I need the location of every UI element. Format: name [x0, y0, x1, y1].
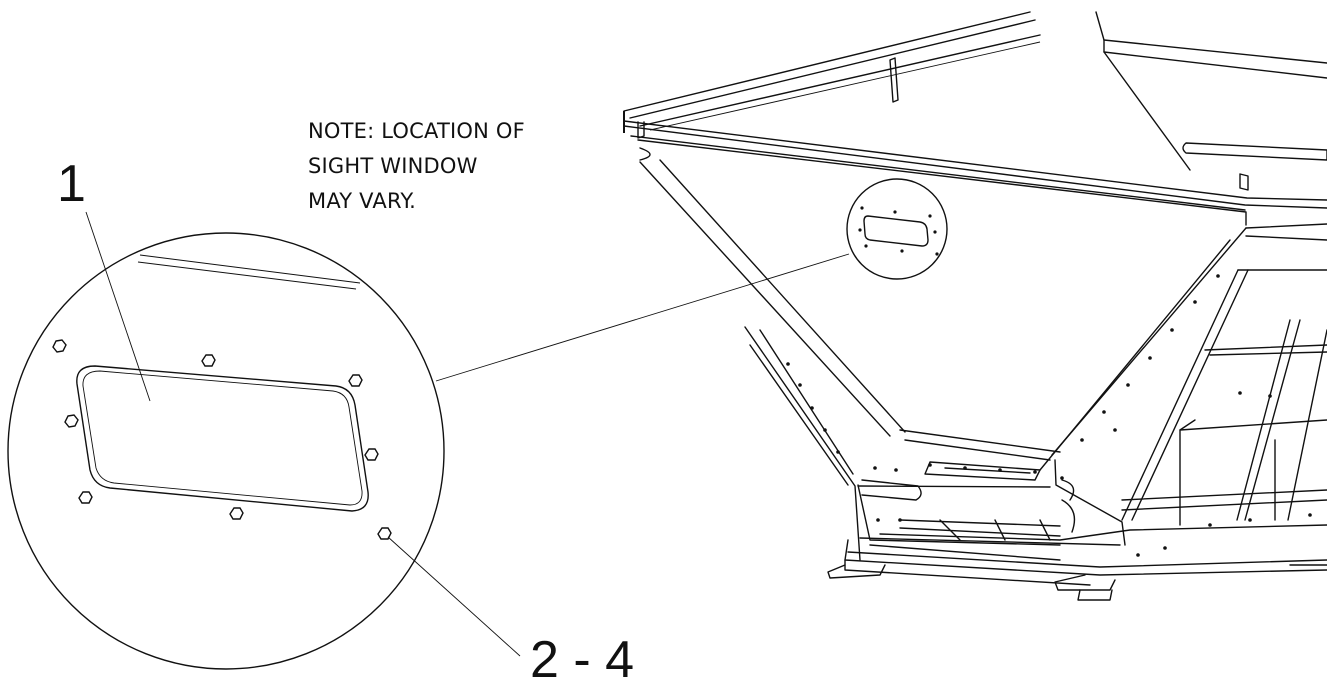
detail-circle — [7, 232, 445, 670]
frame-bracket — [889, 57, 899, 103]
note-line-3: MAY VARY. — [308, 189, 417, 213]
detail-location-marker — [846, 178, 948, 280]
bolt-7 — [229, 507, 244, 520]
bolt-5 — [364, 448, 379, 461]
bolt-2 — [201, 354, 216, 367]
bolt-1 — [52, 339, 67, 353]
bolt-4 — [64, 414, 79, 428]
sight-window-outline — [76, 365, 369, 512]
bolt-6 — [78, 491, 93, 504]
hopper-body — [623, 11, 1327, 601]
leader-line-detail — [435, 253, 850, 382]
bolt-3 — [348, 374, 363, 387]
rivet-dots — [786, 274, 1312, 557]
bolt-8 — [377, 527, 392, 540]
leader-line-callout-2 — [387, 536, 521, 657]
bolt-hex-group — [52, 339, 392, 540]
callout-window-number: 1 — [57, 155, 86, 213]
note-line-2: SIGHT WINDOW — [308, 154, 478, 178]
note-line-1: NOTE: LOCATION OF — [308, 119, 525, 143]
leader-line-callout-1 — [85, 211, 151, 402]
callout-hardware-number: 2 - 4 — [530, 631, 635, 689]
detail-edge-line — [139, 254, 361, 284]
detail-view — [7, 232, 445, 670]
location-note: NOTE: LOCATION OF SIGHT WINDOW MAY VARY. — [308, 114, 608, 219]
